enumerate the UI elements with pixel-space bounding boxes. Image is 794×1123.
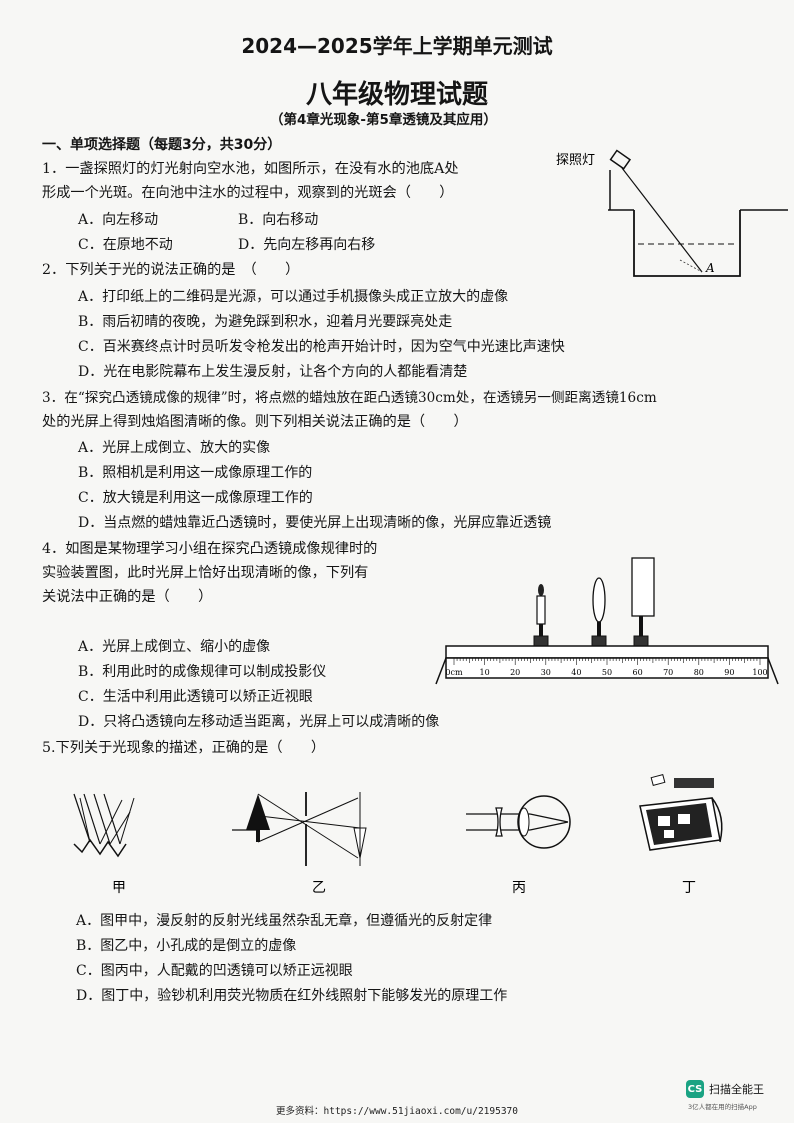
q4-line1: 4．如图是某物理学习小组在探究凸透镜成像规律时的 <box>42 541 378 557</box>
q4-line2: 实验装置图，此时光屏上恰好出现清晰的像，下列有 <box>42 565 369 581</box>
resource-link[interactable]: 更多资料：https://www.51jiaoxi.com/u/2195370 <box>276 1106 518 1117</box>
ruler-tick-label: 20 <box>510 668 520 677</box>
diffuse-reflection-figure <box>73 793 135 858</box>
q3-option-b: B．照相机是利用这一成像原理工作的 <box>78 465 313 481</box>
figure-label-ding: 丁 <box>682 880 696 896</box>
scanner-tagline: 3亿人都在用的扫描App <box>688 1103 757 1111</box>
candle <box>533 584 549 649</box>
q5-option-d: D．图丁中，验钞机利用荧光物质在红外线照射下能够发光的原理工作 <box>76 988 508 1004</box>
light-screen <box>631 557 655 649</box>
q5-figures: 甲 乙 丙 丁 <box>73 773 723 896</box>
q5-option-b: B．图乙中，小孔成的是倒立的虚像 <box>76 938 297 954</box>
ruler-tick-label: 30 <box>541 668 551 677</box>
ruler-labels: 0cm 10 20 30 40 50 60 70 80 90 100 <box>445 668 767 677</box>
ruler-tick-label: 10 <box>480 668 490 677</box>
ruler-tick-label: 0cm <box>445 668 463 677</box>
searchlight-label: 探照灯 <box>556 153 595 168</box>
section-heading: 一、单项选择题（每题3分，共30分） <box>42 137 282 153</box>
convex-lens <box>591 577 607 649</box>
ruler-tick-label: 100 <box>752 668 767 677</box>
exam-subtitle: （第4章光现象-第5章透镜及其应用） <box>270 112 497 128</box>
point-a-label: A <box>705 261 715 275</box>
optical-bench-figure: 0cm 10 20 30 40 50 60 70 80 90 100 <box>435 557 779 685</box>
q3-option-d: D．当点燃的蜡烛靠近凸透镜时，要使光屏上出现清晰的像，光屏应靠近透镜 <box>78 515 552 531</box>
pinhole-figure <box>232 792 367 866</box>
q1-line2: 形成一个光斑。在向池中注水的过程中，观察到的光斑会（ ） <box>42 185 454 201</box>
figure-label-bing: 丙 <box>512 880 526 896</box>
q1-option-d: D．先向左移再向右移 <box>238 237 376 253</box>
q5-option-a: A．图甲中，漫反射的反射光线虽然杂乱无章，但遵循光的反射定律 <box>76 913 493 929</box>
eye-lens-figure <box>466 795 571 849</box>
ruler-tick-label: 60 <box>633 668 643 677</box>
q1-line1: 1．一盏探照灯的灯光射向空水池，如图所示，在没有水的池底A处 <box>42 161 459 177</box>
ruler-tick-label: 90 <box>724 668 734 677</box>
q2-option-c: C．百米赛终点计时员听发令枪发出的枪声开始计时，因为空气中光速比声速快 <box>78 339 565 355</box>
q1-option-a: A．向左移动 <box>78 212 159 228</box>
money-detector-figure <box>639 773 723 851</box>
scanner-watermark: CS 扫描全能王 <box>686 1080 764 1098</box>
q3-option-a: A．光屏上成倒立、放大的实像 <box>78 440 271 456</box>
q1-option-b: B．向右移动 <box>238 212 319 228</box>
exam-title-line2: 八年级物理试题 <box>305 80 488 110</box>
q2-option-d: D．光在电影院幕布上发生漫反射，让各个方向的人都能看清楚 <box>78 364 468 380</box>
q2-option-a: A．打印纸上的二维码是光源，可以通过手机摄像头成正立放大的虚像 <box>78 289 509 305</box>
q4-option-a: A．光屏上成倒立、缩小的虚像 <box>78 639 271 655</box>
ruler-tick-label: 70 <box>663 668 673 677</box>
q1-option-c: C．在原地不动 <box>78 237 173 253</box>
q3-option-c: C．放大镜是利用这一成像原理工作的 <box>78 490 313 506</box>
q4-option-d: D．只将凸透镜向左移动适当距离，光屏上可以成清晰的像 <box>78 714 440 730</box>
figure-label-yi: 乙 <box>312 880 326 896</box>
ruler-tick-label: 80 <box>694 668 704 677</box>
ruler-tick-label: 50 <box>602 668 612 677</box>
q4-line3: 关说法中正确的是（ ） <box>42 589 213 605</box>
ruler-tick-label: 40 <box>571 668 581 677</box>
q5-option-c: C．图丙中，人配戴的凹透镜可以矫正远视眼 <box>76 963 353 979</box>
q3-line1: 3．在“探究凸透镜成像的规律”时，将点燃的蜡烛放在距凸透镜30cm处，在透镜另一… <box>42 390 657 406</box>
q4-option-b: B．利用此时的成像规律可以制成投影仪 <box>78 664 327 680</box>
q5-stem: 5.下列关于光现象的描述，正确的是（ ） <box>42 740 326 756</box>
searchlight-pool-figure: 探照灯 A <box>556 149 788 277</box>
exam-title-line1: 2024—2025学年上学期单元测试 <box>241 34 553 58</box>
ruler-scale <box>453 658 761 665</box>
q4-option-c: C．生活中利用此透镜可以矫正近视眼 <box>78 689 313 705</box>
camscanner-logo-icon: CS <box>686 1080 704 1098</box>
q2-option-b: B．雨后初晴的夜晚，为避免踩到积水，迎着月光要踩亮处走 <box>78 314 453 330</box>
figure-label-jia: 甲 <box>112 880 126 896</box>
q2-stem: 2．下列关于光的说法正确的是 （ ） <box>42 262 300 278</box>
q3-line2: 处的光屏上得到烛焰图清晰的像。则下列相关说法正确的是（ ） <box>42 414 468 430</box>
scanner-app-name: 扫描全能王 <box>709 1083 764 1096</box>
